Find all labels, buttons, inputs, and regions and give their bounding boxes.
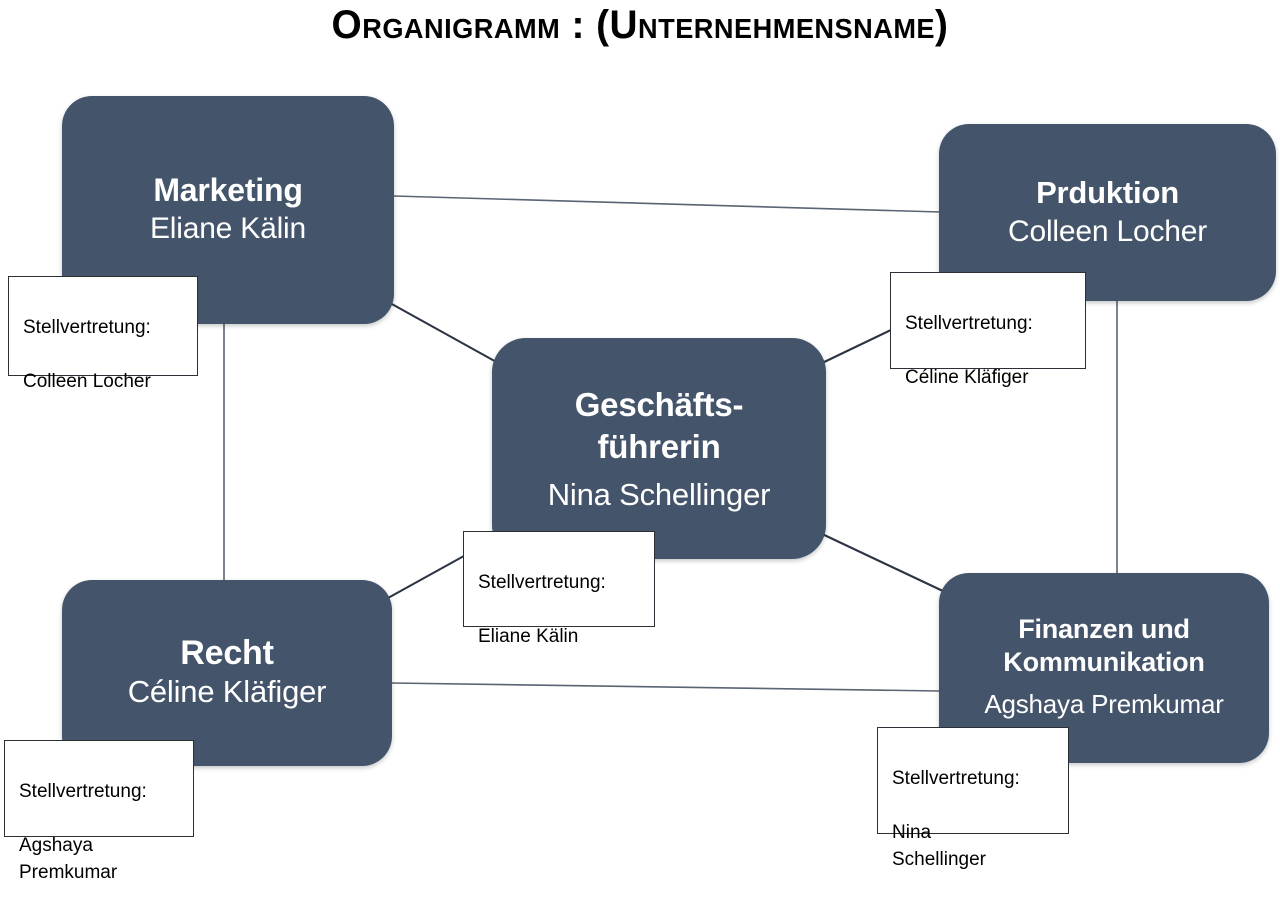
node-person: Céline Kläfiger — [127, 674, 327, 709]
page-title: Organigramm : (Unternehmensname) — [331, 3, 949, 47]
node-person: Agshaya Premkumar — [984, 689, 1224, 719]
org-node-finanzen-kommunikation[interactable]: Finanzen und Kommunikation Agshaya Premk… — [939, 573, 1269, 763]
deputy-note-geschaeftsfuehrerin[interactable]: Stellvertretung: Eliane Kälin — [463, 531, 655, 647]
node-person: Nina Schellinger — [547, 476, 771, 512]
deputy-person: Eliane Kälin — [478, 626, 579, 647]
node-title: Recht — [180, 634, 274, 672]
connector-finanzen-geschaeftsfuehrerin — [819, 532, 946, 593]
deputy-label: Stellvertretung: — [905, 313, 1033, 334]
node-person: Colleen Locher — [1008, 214, 1207, 248]
node-title: Finanzen und Kommunikation — [1003, 614, 1205, 677]
deputy-person: Nina Schellinger — [892, 822, 986, 870]
deputy-label: Stellvertretung: — [19, 781, 147, 802]
deputy-person: Céline Kläfiger — [905, 367, 1029, 388]
connector-recht-finanzen — [391, 682, 941, 692]
deputy-label: Stellvertretung: — [23, 317, 151, 338]
deputy-note-finanzen[interactable]: Stellvertretung: Nina Schellinger — [877, 727, 1069, 870]
org-node-geschaeftsfuehrerin[interactable]: Geschäfts- führerin Nina Schellinger — [492, 338, 826, 559]
deputy-note-produktion[interactable]: Stellvertretung: Céline Kläfiger — [890, 272, 1086, 388]
node-person: Eliane Kälin — [149, 212, 307, 245]
connector-marketing-produktion — [393, 195, 941, 213]
node-title: Marketing — [153, 172, 303, 208]
deputy-label: Stellvertretung: — [478, 572, 606, 593]
deputy-note-marketing[interactable]: Stellvertretung: Colleen Locher — [8, 276, 198, 392]
org-node-produktion[interactable]: Prduktion Colleen Locher — [939, 124, 1276, 301]
deputy-label: Stellvertretung: — [892, 768, 1020, 789]
node-title: Prduktion — [1036, 174, 1179, 210]
node-title: Geschäfts- führerin — [574, 385, 744, 465]
deputy-person: Agshaya Premkumar — [19, 835, 118, 883]
deputy-person: Colleen Locher — [23, 371, 151, 392]
org-node-recht[interactable]: Recht Céline Kläfiger — [62, 580, 392, 766]
connector-marketing-geschaeftsfuehrerin — [389, 302, 501, 365]
deputy-note-recht[interactable]: Stellvertretung: Agshaya Premkumar — [4, 740, 194, 883]
